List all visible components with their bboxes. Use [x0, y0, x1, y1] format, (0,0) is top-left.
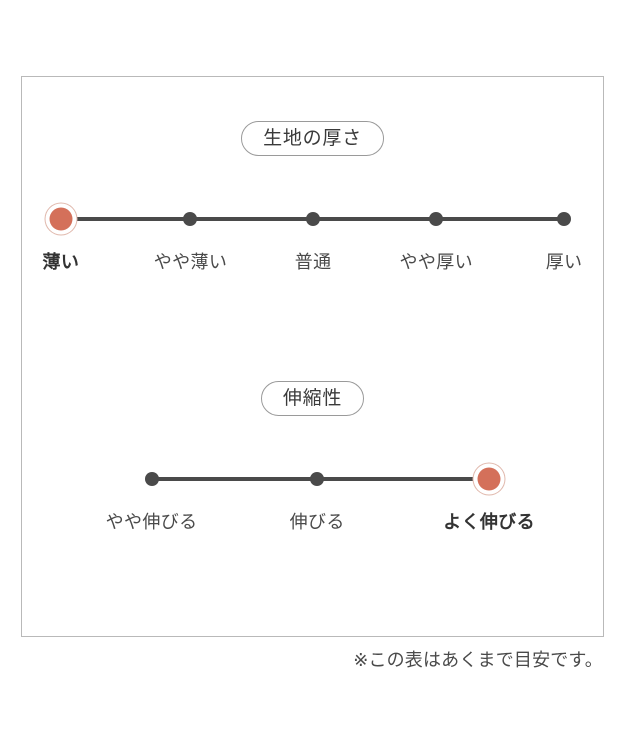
- stretch-label-0: やや伸びる: [105, 512, 198, 532]
- thickness-node-4[interactable]: [557, 212, 572, 226]
- stretch-scale-block: 伸縮性 やや伸びる 伸びる よく伸びる: [22, 381, 603, 540]
- thickness-label-1: やや薄い: [153, 252, 228, 272]
- thickness-title-row: 生地の厚さ: [22, 121, 603, 156]
- thickness-node-3[interactable]: [429, 212, 444, 226]
- thickness-node-0[interactable]: [49, 207, 73, 231]
- thickness-label-4: 厚い: [545, 252, 583, 272]
- stretch-track-area: [22, 452, 603, 506]
- stretch-node-1[interactable]: [310, 472, 325, 486]
- stretch-label-1: 伸びる: [289, 512, 345, 532]
- thickness-track-area: [22, 192, 603, 246]
- thickness-title-pill: 生地の厚さ: [241, 121, 384, 156]
- thickness-scale-block: 生地の厚さ 薄い やや薄い 普通 やや厚い 厚い: [22, 121, 603, 280]
- stretch-title-row: 伸縮性: [22, 381, 603, 416]
- stretch-label-2: よく伸びる: [443, 512, 536, 532]
- thickness-label-2: 普通: [294, 252, 332, 272]
- stretch-node-0[interactable]: [144, 472, 159, 486]
- stretch-labels: やや伸びる 伸びる よく伸びる: [22, 510, 603, 540]
- thickness-node-2[interactable]: [306, 212, 321, 226]
- stretch-title-pill: 伸縮性: [260, 381, 365, 416]
- spec-frame: 生地の厚さ 薄い やや薄い 普通 やや厚い 厚い 伸縮性: [21, 76, 604, 637]
- footnote-text: ※この表はあくまで目安です。: [353, 650, 603, 670]
- thickness-label-0: 薄い: [42, 252, 80, 272]
- thickness-labels: 薄い やや薄い 普通 やや厚い 厚い: [22, 250, 603, 280]
- stretch-node-2[interactable]: [477, 467, 501, 491]
- thickness-node-1[interactable]: [183, 212, 198, 226]
- thickness-label-3: やや厚い: [399, 252, 473, 272]
